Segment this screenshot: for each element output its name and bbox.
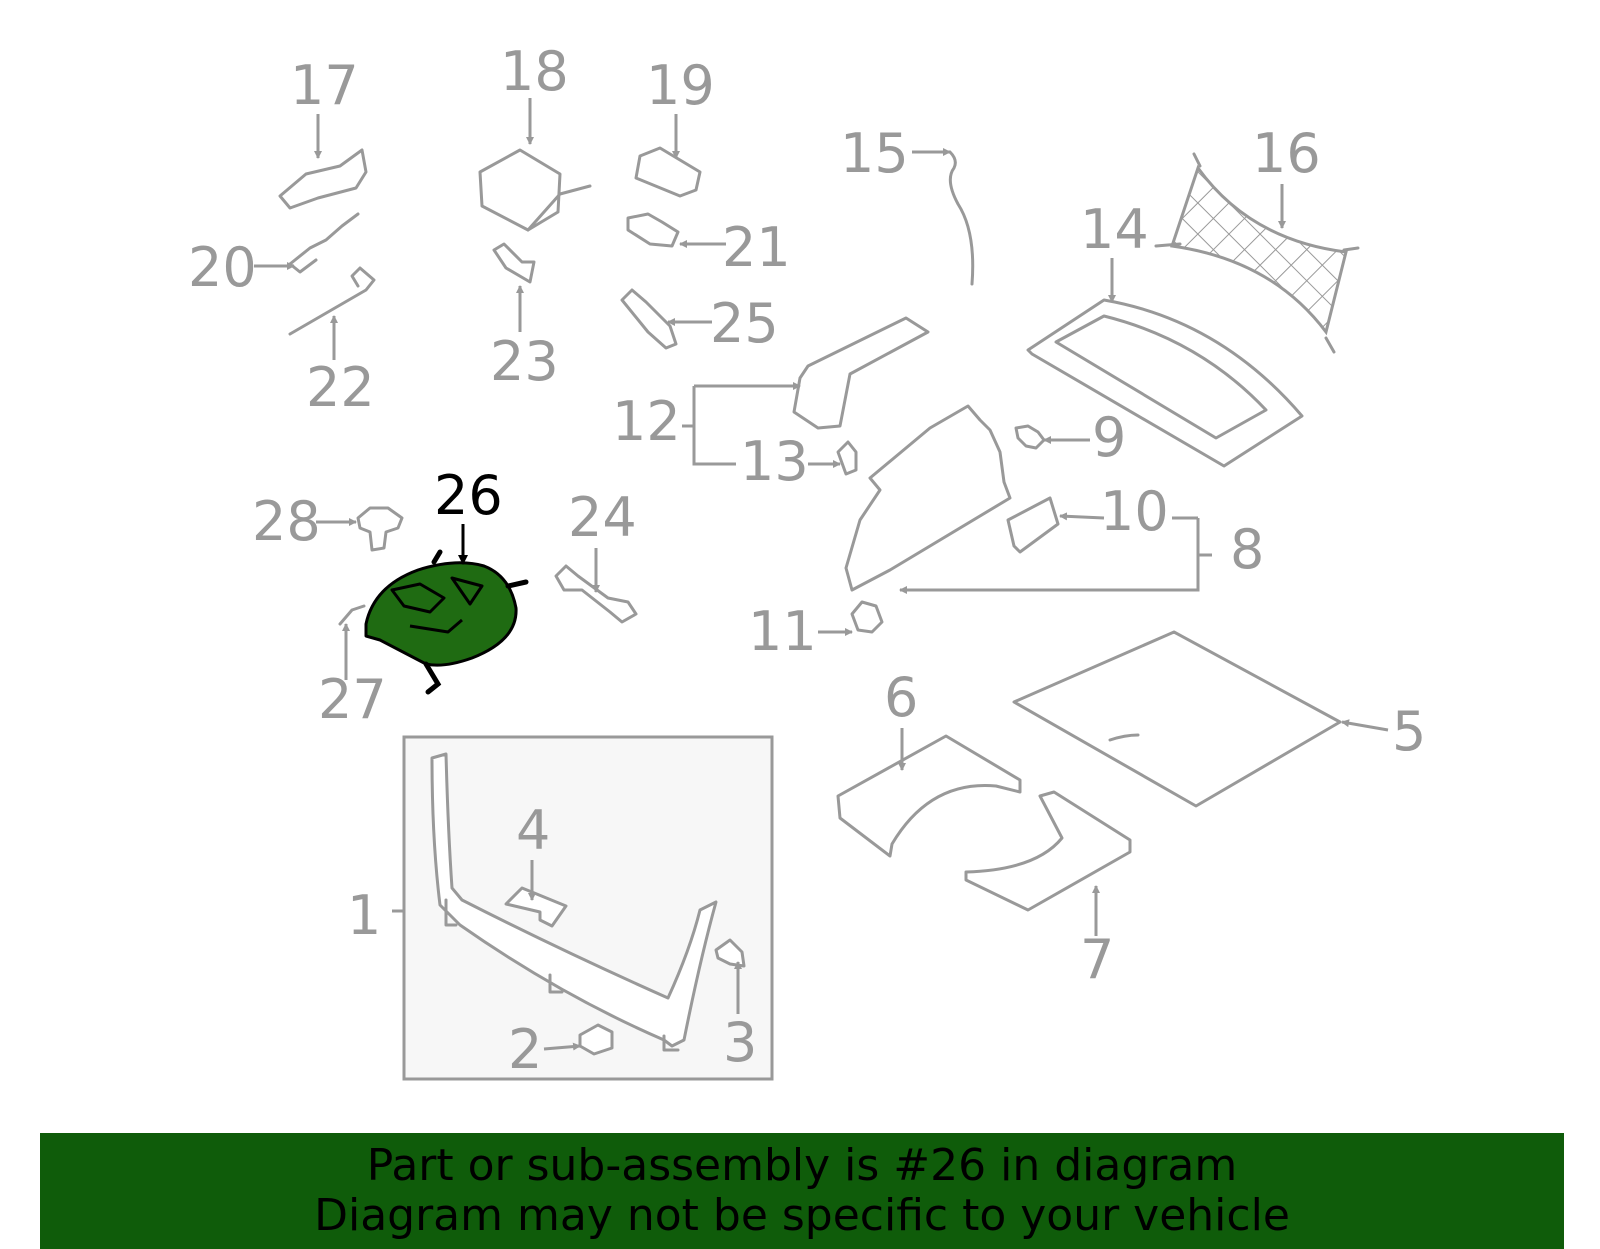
callout-27: 27 [318,668,387,731]
leader-lines [254,98,1389,1051]
callout-28: 28 [252,490,321,553]
part-15-cable[interactable] [948,150,975,286]
callout-labels: 1 2 3 4 5 6 7 8 9 10 11 12 13 14 15 16 1… [188,40,1426,1081]
part-17-jack[interactable] [278,148,368,210]
callout-22: 22 [306,356,375,419]
part-28-bolt[interactable] [356,506,404,552]
part-27-hook[interactable] [338,604,366,626]
callout-9: 9 [1092,406,1126,469]
part-4-bracket[interactable] [504,886,568,928]
callout-4: 4 [516,799,550,862]
callout-7: 7 [1080,928,1114,991]
part-18-module[interactable] [478,148,592,232]
callout-10: 10 [1100,480,1169,543]
callout-19: 19 [646,54,715,117]
part-9-push-pin[interactable] [1014,424,1046,450]
part-14-package-tray[interactable] [1026,298,1304,468]
part-8-side-trim[interactable] [844,404,1012,592]
part-7-trunk-tray[interactable] [964,790,1132,912]
part-10-cover[interactable] [1006,496,1060,554]
part-13-clip[interactable] [836,440,858,476]
callout-25: 25 [710,292,779,355]
callout-1: 1 [347,884,381,947]
part-23-clip[interactable] [492,242,536,284]
part-5-floor-mat[interactable] [1012,630,1342,808]
part-11-clip[interactable] [850,600,884,634]
callout-26: 26 [434,464,503,527]
part-25-strap[interactable] [620,288,678,350]
callout-18: 18 [500,40,569,103]
part-22-lug-wrench[interactable] [288,266,376,336]
part-1-trim-panel[interactable] [430,752,718,1052]
callout-11: 11 [748,600,817,663]
callout-17: 17 [290,54,359,117]
banner-line-disclaimer: Diagram may not be specific to your vehi… [314,1190,1290,1241]
callout-5: 5 [1392,700,1426,763]
callout-6: 6 [884,666,918,729]
callout-16: 16 [1252,122,1321,185]
callout-23: 23 [490,330,559,393]
part-21-hook[interactable] [626,212,680,248]
callout-14: 14 [1080,198,1149,261]
callout-8: 8 [1230,518,1264,581]
part-3-clip[interactable] [714,938,746,968]
banner-line-part-number: Part or sub-assembly is #26 in diagram [366,1140,1238,1191]
info-banner: Part or sub-assembly is #26 in diagram D… [40,1133,1564,1249]
part-12-sill-trim[interactable] [792,316,930,430]
callout-2: 2 [508,1018,542,1081]
callout-21: 21 [722,216,791,279]
part-19-canister[interactable] [634,146,702,198]
callout-13: 13 [740,430,809,493]
callout-15: 15 [840,122,909,185]
part-24-wrench[interactable] [554,564,638,624]
callout-3: 3 [723,1011,757,1074]
part-16-cargo-net[interactable] [1154,152,1360,354]
callout-12: 12 [612,390,681,453]
callout-24: 24 [568,486,637,549]
part-6-trunk-tray[interactable] [836,734,1022,858]
callout-20: 20 [188,236,257,299]
part-20-tool-bar[interactable] [288,212,360,274]
part-26-highlighted-tray[interactable] [364,549,529,695]
